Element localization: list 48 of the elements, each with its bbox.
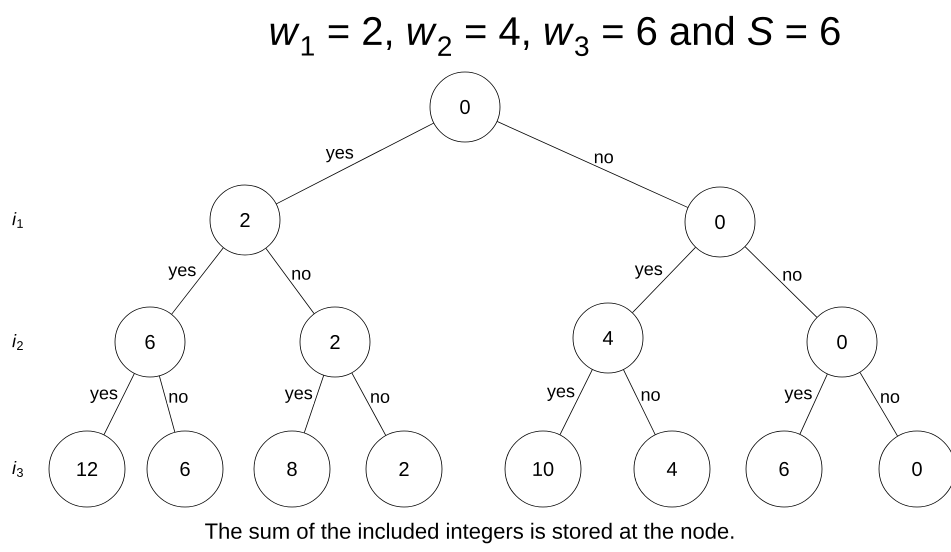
caption: The sum of the included integers is stored at the node.	[205, 522, 734, 544]
tree-node: 0	[430, 72, 500, 142]
tree-node: 6	[146, 430, 224, 508]
tree-node: 0	[878, 430, 951, 508]
branch-line	[352, 372, 386, 436]
tree-node: 2	[210, 184, 280, 256]
branch-line	[104, 373, 135, 435]
level-label: i$_{3}$	[12, 460, 23, 477]
tree-node: 6	[746, 430, 822, 508]
branch-line	[276, 122, 434, 204]
branch-line	[800, 374, 828, 434]
edge-label: no	[371, 393, 390, 403]
tree-node: 4	[634, 430, 710, 508]
branch-line	[171, 248, 224, 314]
edge-label: yes	[784, 390, 812, 403]
branch-line	[496, 121, 688, 208]
branch-line	[159, 376, 176, 432]
branch-line	[266, 248, 314, 314]
edge-label: no	[642, 391, 660, 401]
tree-node: 2	[366, 430, 442, 508]
level-label: i$_{1}$	[12, 212, 23, 228]
branch-line	[632, 247, 696, 313]
branch-line	[744, 246, 818, 318]
tree-node: 0	[684, 186, 756, 258]
branch-line	[860, 372, 898, 436]
edge-label: yes	[90, 390, 118, 403]
tree-node: 2	[300, 306, 370, 378]
tree-node: 10	[504, 430, 582, 508]
tree-node: 8	[254, 430, 330, 508]
tree-node: 12	[48, 430, 126, 508]
title: w$_{1}$ = 2, w$_{2}$ = 4, w$_{3}$ = 6 and S = 6	[270, 16, 840, 56]
tree-node: 6	[114, 306, 186, 378]
edge-label: yes	[547, 388, 574, 401]
branch-line	[560, 369, 593, 435]
edge-label: yes	[634, 265, 662, 279]
branch-line	[623, 369, 656, 435]
edge-label: yes	[168, 266, 196, 280]
tree-node: 4	[572, 302, 644, 374]
edge-label: no	[594, 153, 613, 164]
level-label: i$_{2}$	[12, 334, 23, 350]
edge-label: no	[881, 393, 900, 403]
edge-label: yes	[284, 389, 312, 403]
edge-label: no	[292, 270, 310, 280]
edge-label: no	[170, 392, 188, 403]
edge-label: no	[783, 270, 802, 281]
edge-label: yes	[326, 148, 354, 162]
branch-line	[304, 375, 324, 434]
tree-node: 0	[806, 306, 878, 378]
